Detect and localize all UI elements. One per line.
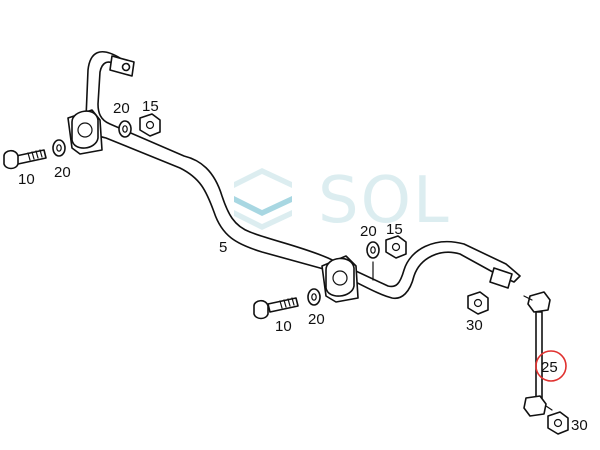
washer-upper-right: [366, 241, 380, 259]
nut-link-lower: [547, 411, 569, 435]
washer-right-hole: [311, 293, 317, 301]
bushing-left: [67, 109, 103, 155]
sol-watermark-logo: SOL: [234, 164, 451, 238]
bushing-right-body: [325, 257, 355, 297]
watermark-text: SOL: [318, 164, 451, 238]
bolt-right-thread: [279, 297, 295, 309]
stabilizer-bar: [85, 50, 521, 300]
link-rod-bottom-joint: [523, 395, 547, 417]
nut-link-upper-hole: [473, 298, 483, 308]
bolt-right-head: [253, 299, 269, 320]
bolt-left: [3, 149, 47, 170]
bolt-left-head: [3, 149, 19, 170]
label-washer-right: 20: [308, 311, 325, 328]
label-nut-upper-right: 15: [386, 221, 403, 238]
nut-link-upper: [467, 291, 489, 315]
nut-upper-left-hole: [145, 120, 155, 130]
washer-upper-left: [118, 120, 132, 138]
watermark-mark-mid: [234, 196, 292, 216]
bolt-right-shank: [267, 297, 299, 313]
washer-upper-right-hole: [370, 246, 376, 254]
label-link-rod: 25: [541, 359, 558, 376]
label-nut-link-upper: 30: [466, 317, 483, 334]
label-washer-upper-left: 20: [113, 100, 130, 117]
bar-right-end: [489, 267, 513, 289]
bolt-left-thread: [27, 149, 43, 161]
nut-upper-left: [139, 113, 161, 137]
link-rod: [523, 291, 553, 417]
stabilizer-bar-outline: [85, 50, 521, 300]
bolt-right: [253, 297, 299, 320]
label-nut-link-lower: 30: [571, 417, 588, 434]
bushing-right: [321, 255, 359, 303]
watermark-mark-top: [234, 168, 292, 188]
bar-left-end-hole: [121, 62, 131, 72]
washer-left-hole: [56, 144, 62, 152]
bushing-left-body: [71, 110, 99, 149]
link-rod-top-joint: [527, 291, 551, 313]
washer-upper-left-hole: [122, 125, 128, 133]
nut-link-lower-hole: [553, 418, 563, 428]
link-rod-top-stud: [523, 295, 533, 301]
bushing-right-bore: [332, 270, 348, 286]
label-nut-upper-left: 15: [142, 98, 159, 115]
nut-upper-right: [385, 235, 407, 259]
label-washer-upper-right: 20: [360, 223, 377, 240]
highlight-circle-25: [535, 350, 567, 382]
washer-left: [52, 139, 66, 157]
label-bolt-left: 10: [18, 171, 35, 188]
bushing-left-bore: [77, 122, 93, 138]
nut-upper-right-hole: [391, 242, 401, 252]
watermark-mark-bot: [234, 210, 292, 230]
washer-right: [307, 288, 321, 306]
label-stabilizer-bar: 5: [219, 239, 227, 256]
link-rod-bottom-stud: [545, 405, 553, 411]
label-washer-left: 20: [54, 164, 71, 181]
label-bolt-right: 10: [275, 318, 292, 335]
